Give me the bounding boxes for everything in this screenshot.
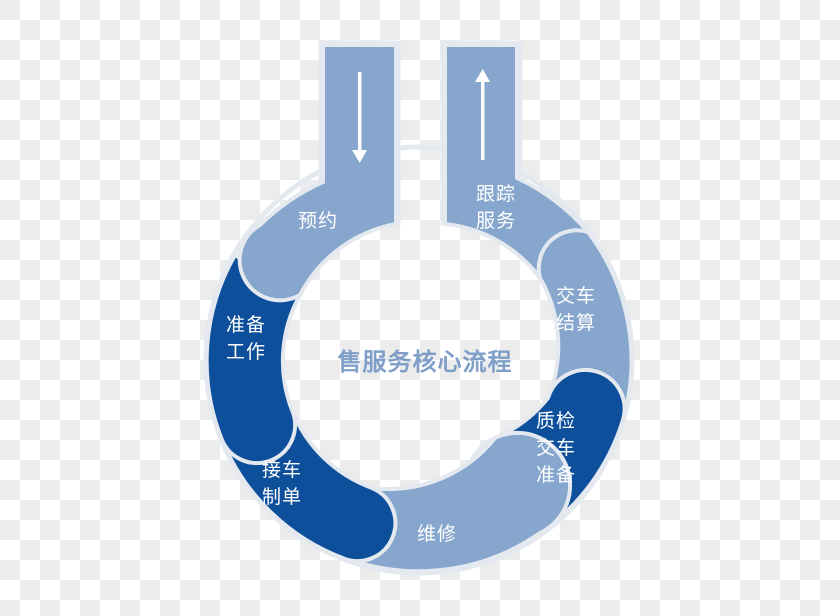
step-label-reception-order: 接车 制单 <box>262 459 303 508</box>
segment-appointment <box>237 43 398 303</box>
segment-preparation <box>204 252 303 466</box>
step-label-qc-delivery-prep: 质检 交车 准备 <box>536 410 577 486</box>
segment-repair-cap <box>357 430 573 574</box>
step-label-appointment: 预约 <box>298 210 339 232</box>
segment-delivery-settlement <box>536 228 634 423</box>
step-label-delivery-settlement: 交车 结算 <box>556 285 597 334</box>
diagram-title: 售服务核心流程 <box>337 348 513 376</box>
step-label-preparation: 准备 工作 <box>226 314 267 363</box>
step-label-repair: 维修 <box>417 523 458 545</box>
arrow-up-icon <box>475 69 490 160</box>
arrow-down-icon <box>352 72 367 163</box>
step-label-follow-up: 跟踪 服务 <box>476 183 517 232</box>
